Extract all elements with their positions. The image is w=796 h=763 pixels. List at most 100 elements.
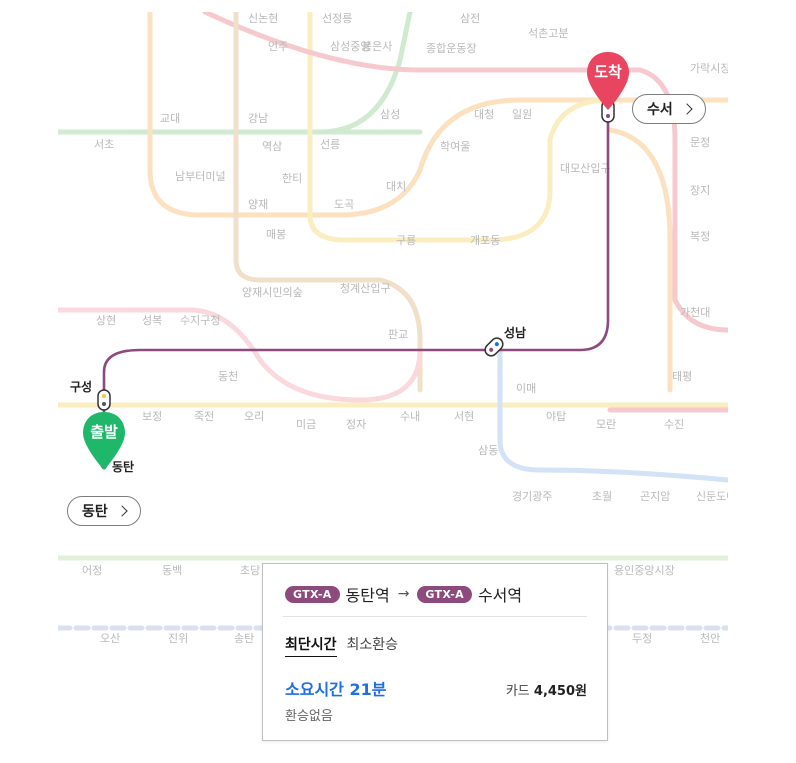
destination-station: 수서역 — [477, 586, 523, 605]
background-station-label: 송탄 — [234, 632, 254, 645]
background-station-label: 이매 — [516, 382, 536, 395]
destination-line-badge: GTX-A — [417, 585, 472, 603]
background-station-label: 석촌고분 — [528, 27, 568, 40]
background-station-label: 야탑 — [546, 410, 566, 423]
background-station-label: 양재시민의숲 — [242, 286, 303, 299]
chevron-right-icon — [116, 505, 128, 517]
background-station-label: 수진 — [664, 418, 684, 431]
background-station-label: 수내 — [400, 410, 420, 423]
background-station-label: 동백 — [162, 564, 182, 577]
background-station-label: 도곡 — [334, 198, 354, 211]
background-station-label: 오리 — [244, 410, 264, 423]
background-station-label: 보정 — [142, 410, 162, 423]
background-station-label: 죽전 — [194, 410, 214, 423]
start-pin-label: 출발 — [90, 423, 118, 441]
background-station-label: 경기광주 — [512, 490, 552, 503]
end-pin-icon — [587, 52, 629, 110]
background-station-label: 삼성 — [380, 108, 400, 121]
background-station-label: 진위 — [168, 632, 188, 645]
background-station-label: 동천 — [218, 369, 238, 383]
background-station-label: 신둔도예촌 — [696, 490, 728, 503]
route-label-gusung: 구성 — [70, 380, 92, 394]
background-station-label: 복정 — [690, 230, 710, 243]
route-station-markers — [97, 99, 615, 469]
background-station-label: 매봉 — [266, 228, 286, 241]
route-option-tabs: 최단시간 최소환승 — [285, 634, 398, 657]
route-info-panel: GTX-A 동탄역 → GTX-A 수서역 최단시간 최소환승 소요시간 21분… — [262, 563, 608, 741]
background-station-label: 강남 — [248, 112, 268, 125]
background-station-label: 가락시장 — [690, 62, 728, 75]
arrow-right-icon: → — [397, 586, 410, 602]
route-label-seongnam: 성남 — [504, 325, 526, 340]
end-pin: 도착 — [585, 50, 631, 112]
background-station-label: 대치 — [386, 180, 406, 193]
bg-line-green — [58, 12, 413, 135]
background-station-label: 모란 — [596, 418, 616, 431]
background-station-label: 어정 — [82, 564, 102, 577]
background-station-label: 용인중앙시장 — [614, 564, 675, 577]
background-station-label: 대모산입구 — [560, 162, 611, 175]
background-station-label: 초월 — [592, 490, 612, 503]
transfer-info: 환승없음 — [285, 709, 333, 724]
background-station-label: 대청 — [474, 108, 494, 121]
start-station-chip[interactable]: 동탄 — [67, 496, 141, 526]
background-station-label: 신논현 — [248, 12, 278, 25]
background-station-label: 태평 — [672, 370, 692, 383]
background-station-label: 삼성중앙 — [330, 40, 370, 53]
end-station-chip[interactable]: 수서 — [632, 94, 706, 124]
background-station-label: 선정릉 — [322, 12, 352, 25]
travel-duration: 소요시간 21분 — [285, 680, 387, 699]
bg-line-orange — [147, 12, 728, 218]
origin-line-badge: GTX-A — [285, 585, 340, 603]
end-station-chip-label: 수서 — [647, 102, 673, 118]
chevron-right-icon — [681, 103, 693, 115]
background-station-label: 청계산입구 — [340, 282, 391, 295]
station-marker-gusung — [97, 389, 111, 411]
background-station-label: 학여울 — [440, 140, 470, 153]
background-station-label: 개포동 — [470, 234, 500, 247]
background-station-label: 정자 — [346, 418, 366, 431]
background-station-label: 양재 — [248, 198, 268, 211]
bg-line-yellow — [307, 12, 613, 243]
background-station-label: 역삼 — [262, 140, 282, 153]
background-station-label: 문정 — [690, 136, 710, 149]
fare-info: 카드 4,450원 — [506, 680, 587, 699]
bg-line-blue — [497, 337, 728, 483]
background-station-label: 상현 — [96, 314, 116, 327]
background-station-label: 곤지암 — [640, 490, 670, 503]
background-station-label: 서현 — [454, 410, 474, 423]
origin-station: 동탄역 — [345, 586, 390, 605]
background-station-label: 서초 — [94, 138, 114, 151]
tab-shortest-time[interactable]: 최단시간 — [285, 634, 337, 657]
background-station-label: 한티 — [282, 172, 302, 185]
bg-line-orange-2 — [607, 127, 673, 393]
background-station-label: 천안 — [700, 631, 720, 645]
background-station-label: 가천대 — [680, 305, 710, 319]
fare-value: 4,450원 — [533, 684, 587, 699]
tab-least-transfer[interactable]: 최소환승 — [346, 637, 399, 653]
background-station-label: 구룡 — [396, 234, 416, 247]
background-station-label: 언주 — [268, 40, 288, 53]
background-station-label: 성복 — [142, 314, 162, 327]
background-station-label: 교대 — [160, 112, 180, 125]
fare-label: 카드 — [505, 684, 530, 699]
background-station-label: 두정 — [632, 632, 652, 645]
start-pin: 출발 — [81, 410, 127, 472]
background-station-label: 봉은사 — [362, 40, 392, 53]
background-station-label: 미금 — [296, 418, 316, 431]
bg-line-pink — [58, 307, 423, 403]
bg-line-olive — [233, 12, 423, 393]
bg-line-red — [202, 12, 728, 333]
gtx-a-route-line — [102, 112, 610, 458]
background-station-label: 일원 — [512, 107, 532, 121]
background-station-label: 수지구청 — [180, 314, 220, 327]
background-station-label: 삼전 — [460, 12, 480, 25]
station-marker-seongnam — [484, 337, 504, 357]
background-station-label: 초당 — [240, 564, 260, 577]
background-station-label: 종합운동장 — [426, 42, 477, 55]
background-station-label: 판교 — [388, 328, 408, 341]
